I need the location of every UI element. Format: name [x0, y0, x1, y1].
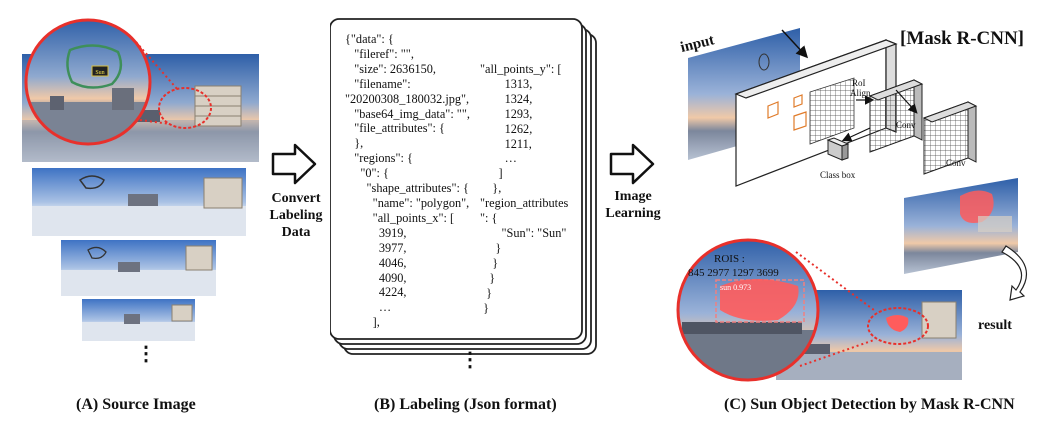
source-image-stack: Sun: [22, 18, 259, 341]
result-arrow: [1001, 245, 1028, 301]
json-left-column: {"data": { "fileref": "", "size": 263615…: [345, 32, 470, 330]
source-zoom-tag: Sun: [95, 70, 104, 76]
conv-block-2: [922, 101, 978, 175]
class-box-label: Class box: [820, 170, 856, 180]
output-mask-image: [904, 178, 1018, 274]
source-ellipsis: ⋮: [136, 343, 156, 365]
roi-score: sun 0.973: [720, 283, 751, 292]
caption-a: (A) Source Image: [76, 396, 196, 413]
rois-label: ROIS :: [714, 253, 745, 265]
source-image-3: [61, 240, 216, 296]
caption-c: (C) Sun Object Detection by Mask R-CNN: [724, 396, 1015, 413]
conv-label-2: Conv: [946, 158, 966, 168]
source-image-4: [82, 299, 195, 341]
json-doc-stack: [329, 12, 600, 357]
step-convert-label: Convert Labeling Data: [269, 191, 323, 240]
rois-values: 845 2977 1297 3699: [688, 267, 779, 279]
caption-b: (B) Labeling (Json format): [374, 396, 557, 413]
conv-label-1: Conv: [896, 120, 916, 130]
maskrcnn-title: [Mask R-CNN]: [900, 28, 1025, 49]
json-right-column: "all_points_y": [ 1313, 1324, 1293, 1262…: [480, 62, 569, 315]
arrow-learning: [609, 143, 655, 185]
class-box-block: [826, 137, 850, 161]
source-image-2: [32, 168, 246, 236]
source-sun-region: [158, 87, 212, 129]
json-ellipsis: ⋮: [460, 349, 480, 371]
step-learning-label: Image Learning: [605, 189, 661, 221]
json-doc: [329, 18, 583, 340]
result-label: result: [978, 318, 1012, 333]
source-image-panel: Sun ⋮: [0, 0, 280, 380]
arrow-convert: [271, 143, 317, 185]
